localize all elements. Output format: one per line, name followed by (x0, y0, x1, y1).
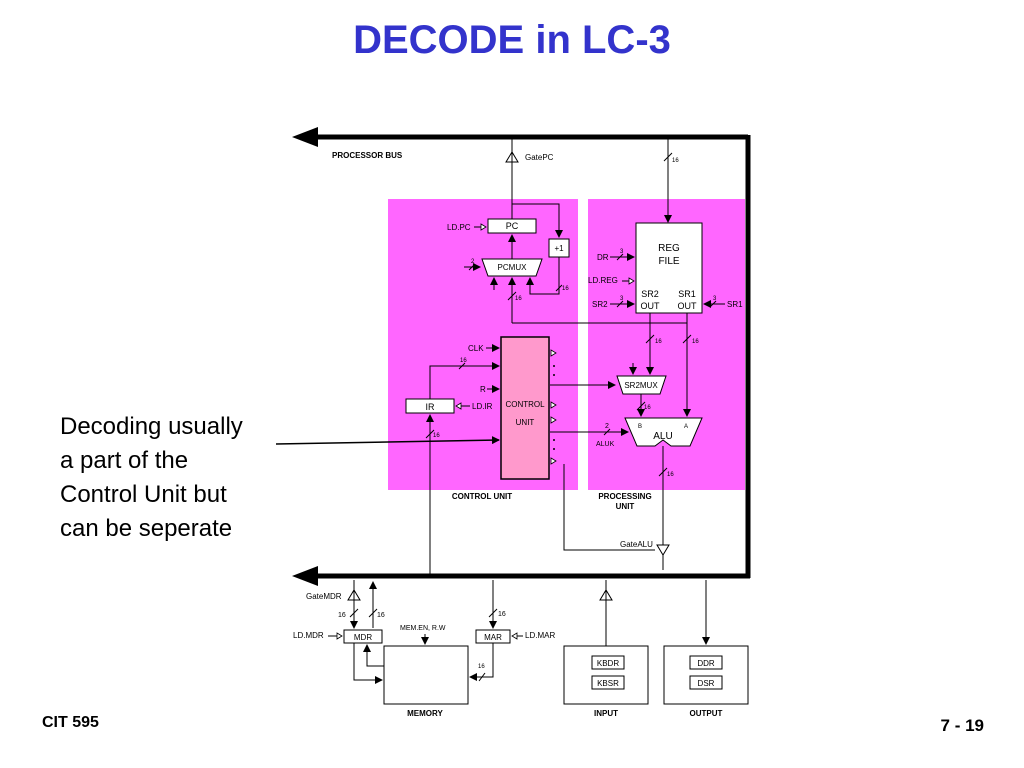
processor-bus-label: PROCESSOR BUS (332, 151, 403, 160)
ir-label: IR (426, 402, 436, 412)
control-signal-outputs (550, 349, 557, 465)
mdr-register (343, 629, 383, 644)
ld-mdr-label: LD.MDR (293, 631, 324, 640)
annotation-line-3: Control Unit but (60, 481, 227, 508)
sr1-width: 3 (713, 296, 717, 302)
sr2-label: SR2 (592, 300, 608, 309)
control-unit-box-label-2: UNIT (516, 418, 535, 427)
dsr-register (689, 675, 723, 690)
course-code: CIT 595 (42, 714, 99, 731)
input-label: INPUT (594, 709, 618, 718)
gatepc-label: GatePC (525, 153, 554, 162)
gatealu-label: GateALU (620, 540, 653, 549)
dr-width: 3 (620, 249, 624, 255)
sr1-out-label-2: OUT (678, 301, 698, 311)
sr1-label: SR1 (727, 300, 743, 309)
processor-bus (292, 127, 751, 586)
ld-reg-label: LD.REG (588, 276, 618, 285)
alu-label: ALU (653, 431, 672, 442)
kbsr-label: KBSR (597, 679, 619, 688)
ir-out-width: 16 (460, 358, 467, 364)
r-label: R (480, 385, 486, 394)
processing-unit-region-label-1: PROCESSING (598, 492, 651, 501)
ld-pc-label: LD.PC (447, 223, 471, 232)
pcmux-in-width: 16 (515, 296, 522, 302)
memory-block (383, 645, 469, 705)
mdr-label: MDR (354, 633, 372, 642)
ir-in-width: 16 (433, 433, 440, 439)
output-label: OUTPUT (690, 709, 723, 718)
mar-label: MAR (484, 633, 502, 642)
sr2mux (616, 375, 667, 395)
aluk-width: 2 (605, 423, 609, 430)
sr1-out-label-1: SR1 (678, 289, 696, 299)
reg-file-label-1: REG (658, 243, 680, 254)
ld-ir-label: LD.IR (472, 402, 493, 411)
annotation-line-4: can be seperate (60, 515, 233, 542)
incr-width-label: 16 (562, 286, 569, 292)
mar-out-width: 16 (478, 664, 485, 670)
sr2mux-label: SR2MUX (624, 381, 658, 390)
sr2-out-label-2: OUT (641, 301, 661, 311)
memory-label: MEMORY (407, 709, 443, 718)
ddr-label: DDR (697, 659, 715, 668)
control-unit-box-label-1: CONTROL (505, 400, 545, 409)
sr1out-width: 16 (692, 339, 699, 345)
kbdr-register (591, 655, 625, 670)
control-unit-box (500, 336, 550, 480)
output-block (663, 645, 749, 705)
sr2-width: 3 (620, 296, 624, 302)
alu (624, 417, 703, 447)
mdr-in-width: 16 (338, 612, 346, 619)
clk-label: CLK (468, 344, 484, 353)
alu-out-width: 16 (667, 472, 674, 478)
dr-label: DR (597, 253, 609, 262)
note-pointer-arrow (275, 436, 500, 445)
slide-number: 7 - 19 (940, 716, 984, 735)
reg-file-label-2: FILE (658, 256, 679, 267)
ld-mar-label: LD.MAR (525, 631, 555, 640)
annotation-text: Decoding usually a part of the Control U… (60, 410, 290, 546)
mar-in-width: 16 (498, 611, 506, 618)
annotation-line-1: Decoding usually (60, 413, 243, 440)
gatealu-tristate (656, 544, 670, 556)
mem-en-label: MEM.EN, R.W (400, 625, 446, 632)
sr2out-width: 16 (655, 339, 662, 345)
kbsr-register (591, 675, 625, 690)
kbdr-label: KBDR (597, 659, 619, 668)
pcmux (481, 258, 543, 277)
aluk-label: ALUK (596, 441, 615, 448)
gatemdr-label: GateMDR (306, 592, 342, 601)
pc-register (487, 218, 537, 234)
control-unit-region-label: CONTROL UNIT (452, 492, 512, 501)
plus-one-label: +1 (554, 244, 564, 253)
dsr-label: DSR (698, 679, 715, 688)
pc-label: PC (506, 221, 519, 231)
bus-width-label: 16 (672, 158, 679, 164)
annotation-line-2: a part of the (60, 447, 189, 474)
alu-a-label: A (684, 424, 688, 430)
pcmux-label: PCMUX (498, 263, 528, 272)
reg-file (635, 222, 703, 314)
processing-unit-region-label-2: UNIT (616, 502, 635, 511)
slide-title: DECODE in LC-3 (353, 18, 671, 62)
alu-b-label: B (638, 424, 642, 430)
input-block (563, 645, 649, 705)
sr2mux-out-width: 16 (644, 405, 651, 411)
pcmux-sel-width: 2 (471, 259, 475, 265)
mdr-out-width: 16 (377, 612, 385, 619)
ddr-register (689, 655, 723, 670)
sr2-out-label-1: SR2 (641, 289, 659, 299)
